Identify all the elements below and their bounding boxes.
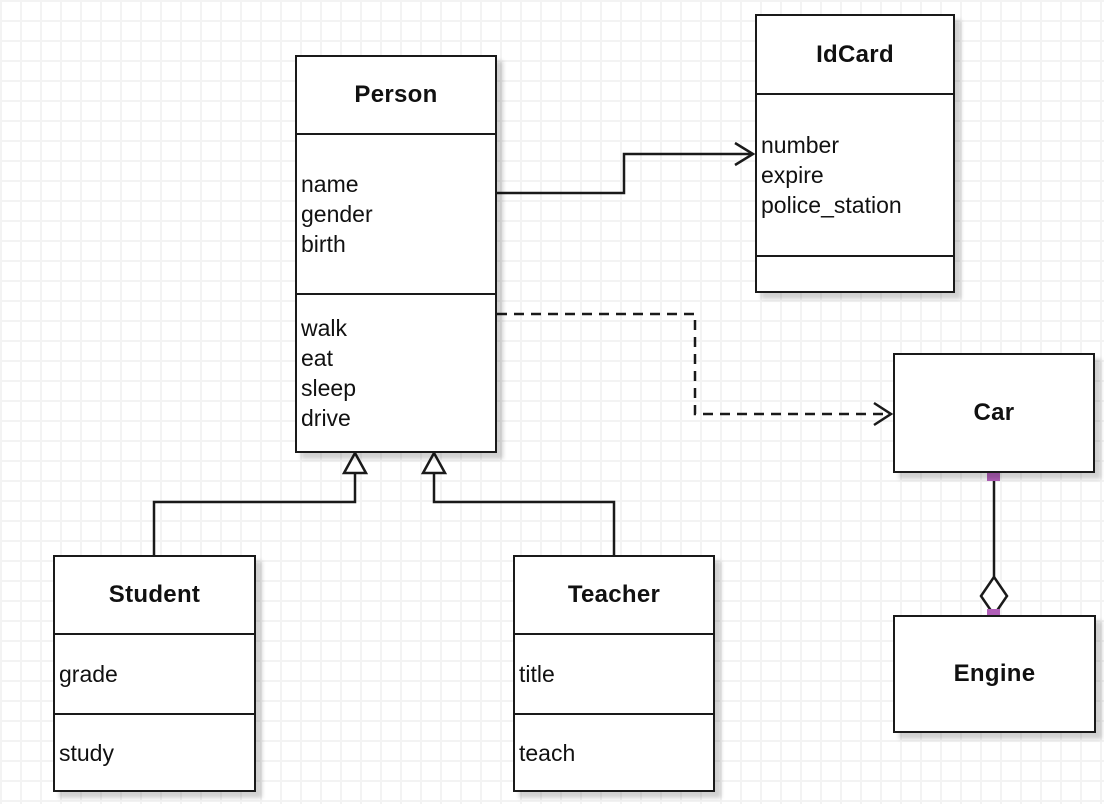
class-person-attributes: name gender birth [297, 133, 495, 293]
class-idcard-methods [757, 255, 953, 291]
class-teacher-attributes: title [515, 633, 713, 713]
class-idcard-title[interactable]: IdCard [816, 40, 894, 68]
attribute[interactable]: name [301, 171, 359, 197]
open-arrowhead-icon [734, 141, 756, 167]
class-idcard[interactable]: IdCard number expire police_station [755, 14, 955, 293]
attribute[interactable]: police_station [761, 192, 902, 218]
generalization-teacher-person[interactable] [420, 450, 616, 555]
method[interactable]: study [59, 739, 114, 766]
class-person-title[interactable]: Person [354, 81, 438, 108]
class-teacher[interactable]: Teacher title teach [513, 555, 715, 792]
class-person-methods: walk eat sleep drive [297, 293, 495, 451]
attribute[interactable]: gender [301, 201, 373, 227]
dependency-person-car[interactable] [497, 312, 894, 427]
class-engine-title[interactable]: Engine [953, 660, 1036, 687]
class-student[interactable]: Student grade study [53, 555, 256, 792]
class-car-title[interactable]: Car [973, 399, 1015, 426]
hollow-triangle-icon [420, 450, 448, 475]
attribute[interactable]: title [519, 661, 555, 687]
class-student-title[interactable]: Student [108, 581, 201, 608]
attribute[interactable]: birth [301, 231, 346, 257]
attribute[interactable]: number [761, 132, 839, 158]
method[interactable]: teach [519, 739, 576, 766]
class-student-methods: study [55, 713, 254, 790]
class-person[interactable]: Person name gender birth walk eat sleep … [295, 55, 497, 453]
attribute[interactable]: grade [59, 661, 118, 687]
class-student-attributes: grade [55, 633, 254, 713]
class-teacher-methods: teach [515, 713, 713, 790]
open-arrowhead-icon [873, 401, 894, 427]
attribute[interactable]: expire [761, 162, 824, 188]
hollow-triangle-icon [341, 450, 369, 475]
method[interactable]: sleep [301, 375, 356, 401]
class-teacher-title[interactable]: Teacher [567, 581, 661, 608]
generalization-student-person[interactable] [152, 450, 369, 555]
method[interactable]: eat [301, 345, 333, 371]
class-car[interactable]: Car [893, 353, 1095, 473]
method[interactable]: drive [301, 405, 351, 431]
association-person-idcard[interactable] [497, 141, 756, 195]
aggregation-car-engine[interactable] [979, 468, 1009, 622]
class-idcard-attributes: number expire police_station [757, 93, 953, 255]
class-engine[interactable]: Engine [893, 615, 1096, 733]
method[interactable]: walk [301, 315, 348, 341]
